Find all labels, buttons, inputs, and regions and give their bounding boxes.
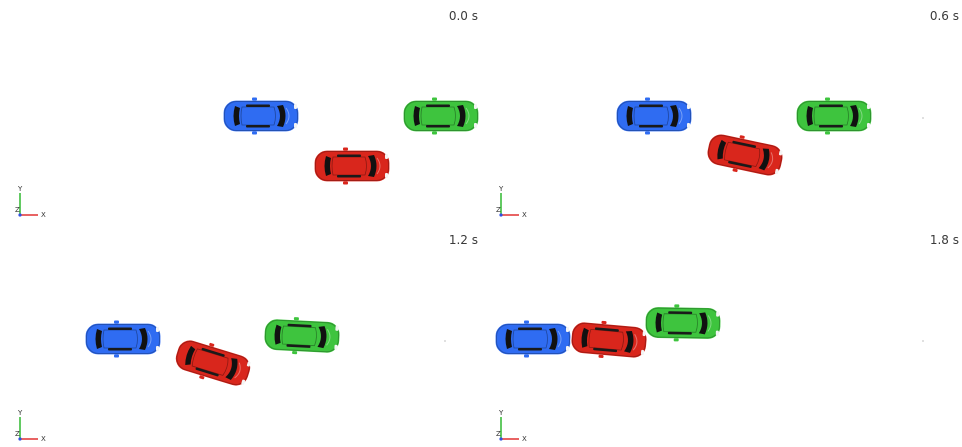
frame-panel-1: 0.6 s Y X Z <box>481 0 962 223</box>
blue-car <box>84 319 162 359</box>
blue-car <box>615 96 693 136</box>
axis-y-label: Y <box>17 409 23 417</box>
red-car <box>568 317 650 363</box>
axis-z-label: Z <box>15 430 20 438</box>
red-car <box>170 333 256 393</box>
axis-x-label: X <box>522 211 527 219</box>
frame-panel-2: 1.2 s Y X Z <box>0 224 481 447</box>
frame-panel-0: 0.0 s Y X Z <box>0 0 481 223</box>
red-car <box>313 146 391 186</box>
blue-car <box>494 319 572 359</box>
red-car <box>703 128 787 182</box>
green-car <box>262 314 342 358</box>
marker-dot <box>444 340 446 342</box>
time-label: 0.0 s <box>448 9 478 23</box>
axis-y-label: Y <box>498 409 504 417</box>
axis-z-label: Z <box>496 430 501 438</box>
axis-z-label: Z <box>15 206 20 214</box>
axis-triad: Y X Z <box>12 184 56 223</box>
axis-triad: Y X Z <box>493 408 537 447</box>
time-label: 0.6 s <box>929 9 959 23</box>
axis-triad: Y X Z <box>493 184 537 223</box>
axis-y-label: Y <box>498 185 504 193</box>
green-car <box>644 303 723 343</box>
blue-car <box>222 96 300 136</box>
marker-dot <box>922 117 924 119</box>
time-label: 1.2 s <box>448 233 478 247</box>
time-label: 1.8 s <box>929 233 959 247</box>
frame-panel-3: 1.8 s Y X Z <box>481 224 962 447</box>
green-car <box>402 96 480 136</box>
axis-triad: Y X Z <box>12 408 56 447</box>
axis-z-label: Z <box>496 206 501 214</box>
axis-x-label: X <box>41 435 46 443</box>
green-car <box>795 96 873 136</box>
axis-x-label: X <box>41 211 46 219</box>
axis-x-label: X <box>522 435 527 443</box>
marker-dot <box>922 340 924 342</box>
axis-y-label: Y <box>17 185 23 193</box>
